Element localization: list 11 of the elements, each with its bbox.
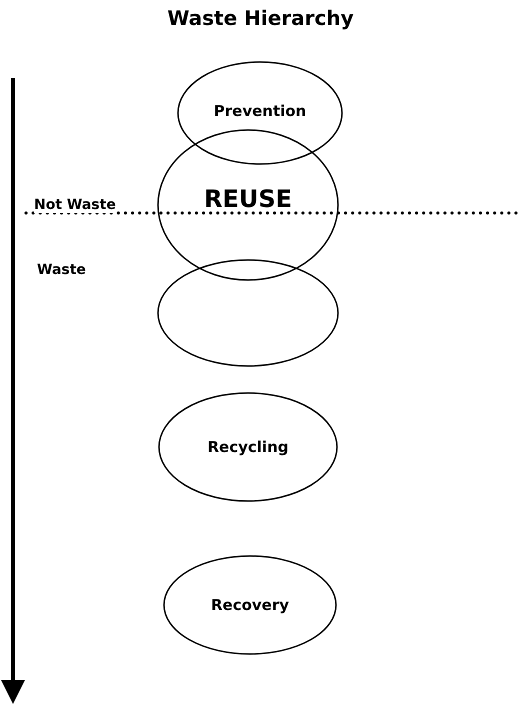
node-label: Recovery <box>210 596 290 614</box>
node-label: Prevention <box>212 102 308 120</box>
node-label: Recycling <box>206 438 290 456</box>
ellipse-node <box>158 392 338 502</box>
node-label: REUSE <box>202 184 294 214</box>
ellipse-node <box>157 129 339 281</box>
ellipse-node <box>177 61 343 165</box>
ellipse-node <box>157 259 339 367</box>
ellipse-node <box>163 555 337 655</box>
diagram-title: Waste Hierarchy <box>166 6 355 30</box>
zone-label: Not Waste <box>34 197 116 213</box>
